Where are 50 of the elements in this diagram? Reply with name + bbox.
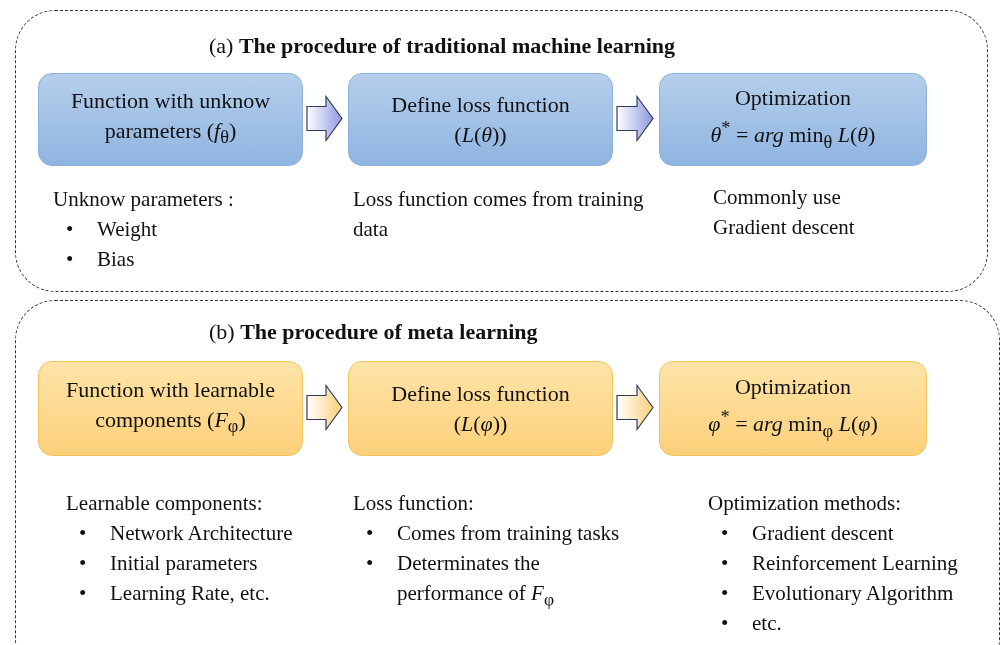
note-text: Loss function comes from training data — [353, 186, 645, 243]
process-box — [348, 73, 613, 166]
process-box — [38, 361, 303, 456]
box-text: Define loss function (L(φ)) — [390, 379, 571, 438]
bullet-marker: • — [720, 580, 730, 607]
box-text: Function with learnable components (F$_{φ}$) — [65, 376, 276, 439]
box-text: θ$^{*}$ = arg min$_{θ}$ L(θ) — [710, 116, 876, 154]
bullet-marker: • — [65, 246, 75, 273]
bullet-item: Reinforcement Learning — [752, 550, 958, 577]
process-box — [659, 361, 927, 456]
box-text: φ$^{*}$ = arg min$_{φ}$ L(φ) — [708, 405, 878, 443]
bullet-marker: • — [365, 550, 375, 577]
bullet-marker: • — [78, 520, 88, 547]
note-text: Optimization methods: — [708, 490, 903, 517]
bullet-item: Determinates the performance of F$_{φ}$ — [397, 550, 556, 612]
bullet-item: Bias — [97, 246, 136, 273]
bullet-item: Evolutionary Algorithm — [752, 580, 955, 607]
process-box — [38, 73, 303, 166]
box-text: Define loss function (L(θ)) — [390, 90, 571, 149]
box-text: Function with unknow parameters (f$_{θ}$) — [69, 87, 272, 150]
bullet-item: Learning Rate, etc. — [110, 580, 271, 607]
bullet-marker: • — [78, 550, 88, 577]
block-arrow — [306, 383, 343, 432]
bullet-item: Gradient descent — [752, 520, 895, 547]
bullet-marker: • — [720, 520, 730, 547]
box-text: Optimization — [734, 83, 852, 112]
box-text: Optimization — [734, 372, 852, 401]
note-text: Loss function: — [353, 490, 475, 517]
bullet-item: Initial parameters — [110, 550, 259, 577]
bullet-marker: • — [720, 550, 730, 577]
bullet-marker: • — [720, 610, 730, 637]
bullet-marker: • — [78, 580, 88, 607]
bullet-item: etc. — [752, 610, 783, 637]
panel-title: (b) The procedure of meta learning — [209, 319, 538, 345]
note-text: Gradient descent — [713, 214, 855, 241]
bullet-item: Weight — [97, 216, 159, 243]
process-box — [659, 73, 927, 166]
bullet-item: Network Architecture — [110, 520, 293, 547]
bullet-marker: • — [365, 520, 375, 547]
block-arrow — [616, 383, 654, 432]
note-text: Unknow parameters : — [53, 186, 234, 213]
block-arrow — [306, 94, 343, 143]
note-text: Learnable components: — [66, 490, 264, 517]
bullet-marker: • — [65, 216, 75, 243]
panel-title: (a) The procedure of traditional machine learning — [209, 33, 676, 59]
block-arrow — [616, 94, 654, 143]
process-box — [348, 361, 613, 456]
note-text: Commonly use — [713, 184, 842, 211]
dashed-panel — [15, 10, 988, 292]
bullet-item: Comes from training tasks — [397, 520, 621, 547]
